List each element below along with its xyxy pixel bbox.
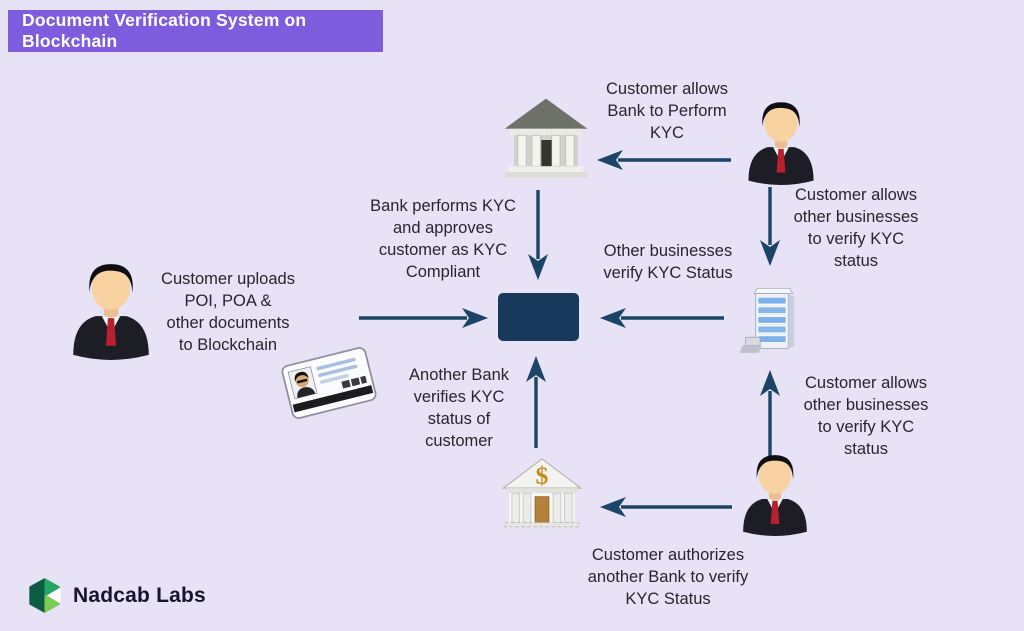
title-banner: Document Verification System on Blockcha… xyxy=(8,10,383,52)
customer-icon-left xyxy=(60,254,162,364)
arrow-building-to-block xyxy=(600,308,724,328)
label-customer-uploads: Customer uploads POI, POA & other docume… xyxy=(161,270,295,354)
customer-icon-bottom-right xyxy=(730,450,820,536)
office-building-icon xyxy=(735,274,809,368)
label-customer-allows-businesses-top: Customer allows other businesses to veri… xyxy=(793,186,919,270)
customer-icon-top-right xyxy=(735,97,827,185)
nadcab-labs-logo: Nadcab Labs xyxy=(26,577,206,614)
bank-icon xyxy=(498,93,594,187)
arrow-bank-to-block xyxy=(528,190,548,280)
bank-dollar-icon xyxy=(493,452,591,538)
arrow-customer-to-bottombank xyxy=(600,497,732,517)
label-bank-performs-kyc: Bank performs KYC and approves customer … xyxy=(370,197,516,281)
label-customer-allows-bank: Customer allows Bank to Perform KYC xyxy=(606,80,728,142)
nadcab-hexagon-icon xyxy=(26,577,63,614)
label-customer-authorizes: Customer authorizes another Bank to veri… xyxy=(587,546,749,608)
blockchain-block xyxy=(498,293,579,341)
label-other-businesses-verify: Other businesses verify KYC Status xyxy=(603,242,733,282)
logo-text: Nadcab Labs xyxy=(73,583,206,607)
arrow-customer-to-building xyxy=(760,187,780,266)
arrow-customer-to-bank xyxy=(597,150,731,170)
arrow-customer-up-to-building xyxy=(760,370,780,458)
label-another-bank-verifies: Another Bank verifies KYC status of cust… xyxy=(409,366,509,450)
arrow-customer-to-block xyxy=(359,308,488,328)
page-title: Document Verification System on Blockcha… xyxy=(22,10,307,51)
arrow-bottombank-to-block xyxy=(526,356,546,448)
label-customer-allows-businesses-bottom: Customer allows other businesses to veri… xyxy=(803,374,929,458)
